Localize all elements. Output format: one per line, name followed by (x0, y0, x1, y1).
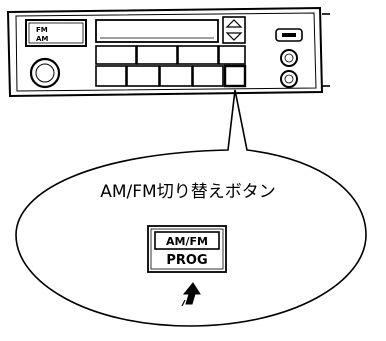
preset-button-3[interactable] (177, 45, 219, 65)
preset-button-7[interactable] (159, 65, 193, 87)
am-fm-button-small[interactable] (223, 64, 247, 88)
press-arrow-icon (181, 282, 201, 307)
car-radio (6, 6, 330, 98)
callout-bubble (15, 89, 367, 327)
am-fm-prog-button[interactable]: AM/FM PROG (147, 225, 227, 273)
preset-button-5[interactable] (95, 65, 127, 87)
radio-chassis (6, 6, 324, 98)
seek-up-icon (225, 19, 243, 28)
callout-title: AM/FM切り替えボタン (100, 182, 275, 202)
radio-chassis-inner (15, 12, 317, 92)
display-line-1: FM (36, 26, 48, 34)
preset-button-4[interactable] (218, 45, 246, 65)
preset-button-8[interactable] (192, 65, 224, 87)
preset-button-6[interactable] (126, 65, 160, 87)
preset-button-2[interactable] (136, 45, 178, 65)
display-line-2: AM (36, 35, 48, 43)
tuning-knob-upper (280, 49, 298, 67)
seek-down-icon (225, 32, 243, 41)
seek-button[interactable] (222, 16, 246, 44)
button-top-label: AM/FM (166, 235, 208, 248)
radio-display (25, 19, 87, 47)
tuning-knob-lower (280, 70, 298, 88)
volume-knob (29, 57, 61, 89)
cassette-slot (95, 19, 219, 43)
eject-button[interactable] (275, 28, 303, 42)
button-bottom-label: PROG (166, 253, 207, 268)
preset-button-1[interactable] (95, 45, 137, 65)
